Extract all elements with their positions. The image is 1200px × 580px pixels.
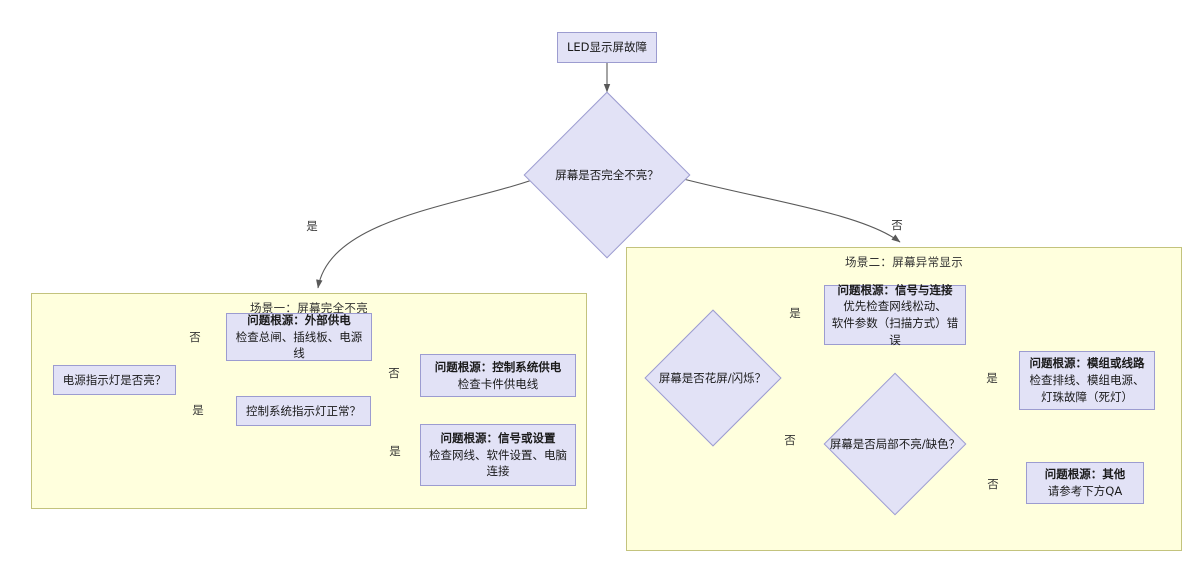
outcome-control-power-node[interactable]: 问题根源：控制系统供电 检查卡件供电线 [420,354,576,397]
outcome-control-power-detail: 检查卡件供电线 [457,376,539,391]
outcome-signal-connection-detail-2: 软件参数（扫描方式）错误 [831,316,959,347]
edge-root-yes [316,174,547,289]
outcome-external-power-node[interactable]: 问题根源：外部供电 检查总闸、插线板、电源线 [226,313,372,361]
outcome-other-node[interactable]: 问题根源：其他 请参考下方QA [1026,462,1144,504]
decision-power-led-yes-label: 是 [192,403,204,417]
decision-power-led-node[interactable]: 电源指示灯是否亮？ [53,365,176,395]
decision-control-led-yes-label: 是 [389,444,401,458]
start-node[interactable]: LED显示屏故障 [557,32,657,63]
outcome-signal-connection-title: 问题根源：信号与连接 [837,282,953,297]
decision-partial-label: 屏幕是否局部不亮/缺色？ [829,436,961,451]
decision-flicker-node[interactable]: 屏幕是否花屏/闪烁？ [643,309,782,447]
outcome-module-circuit-detail-1: 检查排线、模组电源、 [1029,373,1145,388]
outcome-external-power-detail: 检查总闸、插线板、电源线 [235,329,363,361]
outcome-module-circuit-detail-2: 灯珠故障（死灯） [1041,389,1133,404]
scenario-one-title: 场景一：屏幕完全不亮 [250,301,368,315]
decision-flicker-label: 屏幕是否花屏/闪烁？ [658,371,767,385]
decision-control-led-node[interactable]: 控制系统指示灯正常？ [236,396,371,426]
outcome-signal-setting-title: 问题根源：信号或设置 [440,430,556,445]
outcome-signal-connection-detail-1: 优先检查网线松动、 [843,299,947,314]
outcome-other-detail: 请参考下方QA [1047,484,1123,498]
decision-power-led-no-label: 否 [189,330,201,344]
root-decision-no-label: 否 [891,218,903,232]
outcome-signal-setting-node[interactable]: 问题根源：信号或设置 检查网线、软件设置、电脑 连接 [420,424,576,486]
outcome-module-circuit-title: 问题根源：模组或线路 [1029,356,1145,371]
decision-flicker-yes-label: 是 [789,306,801,320]
root-decision-yes-label: 是 [306,219,318,233]
edge-root-no [667,174,901,243]
decision-control-led-no-label: 否 [388,366,400,380]
root-decision-node[interactable]: 屏幕是否完全不亮？ [523,91,691,259]
outcome-other-title: 问题根源：其他 [1044,467,1126,482]
decision-flicker-no-label: 否 [784,433,796,447]
outcome-control-power-title: 问题根源：控制系统供电 [434,359,562,374]
outcome-signal-setting-detail-1: 检查网线、软件设置、电脑 [429,447,567,462]
decision-partial-no-label: 否 [987,477,999,491]
decision-power-led-label: 电源指示灯是否亮？ [62,372,167,387]
outcome-signal-connection-node[interactable]: 问题根源：信号与连接 优先检查网线松动、 软件参数（扫描方式）错误 [824,282,966,347]
outcome-module-circuit-node[interactable]: 问题根源：模组或线路 检查排线、模组电源、 灯珠故障（死灯） [1019,351,1155,410]
decision-partial-node[interactable]: 屏幕是否局部不亮/缺色？ [823,372,967,515]
outcome-external-power-title: 问题根源：外部供电 [247,313,351,327]
start-node-label: LED显示屏故障 [566,40,648,55]
decision-control-led-label: 控制系统指示灯正常？ [246,403,361,418]
outcome-signal-setting-detail-2: 连接 [486,464,510,479]
scenario-two-title: 场景二：屏幕异常显示 [845,255,963,269]
root-decision-label: 屏幕是否完全不亮？ [555,168,659,182]
decision-partial-yes-label: 是 [986,371,998,385]
